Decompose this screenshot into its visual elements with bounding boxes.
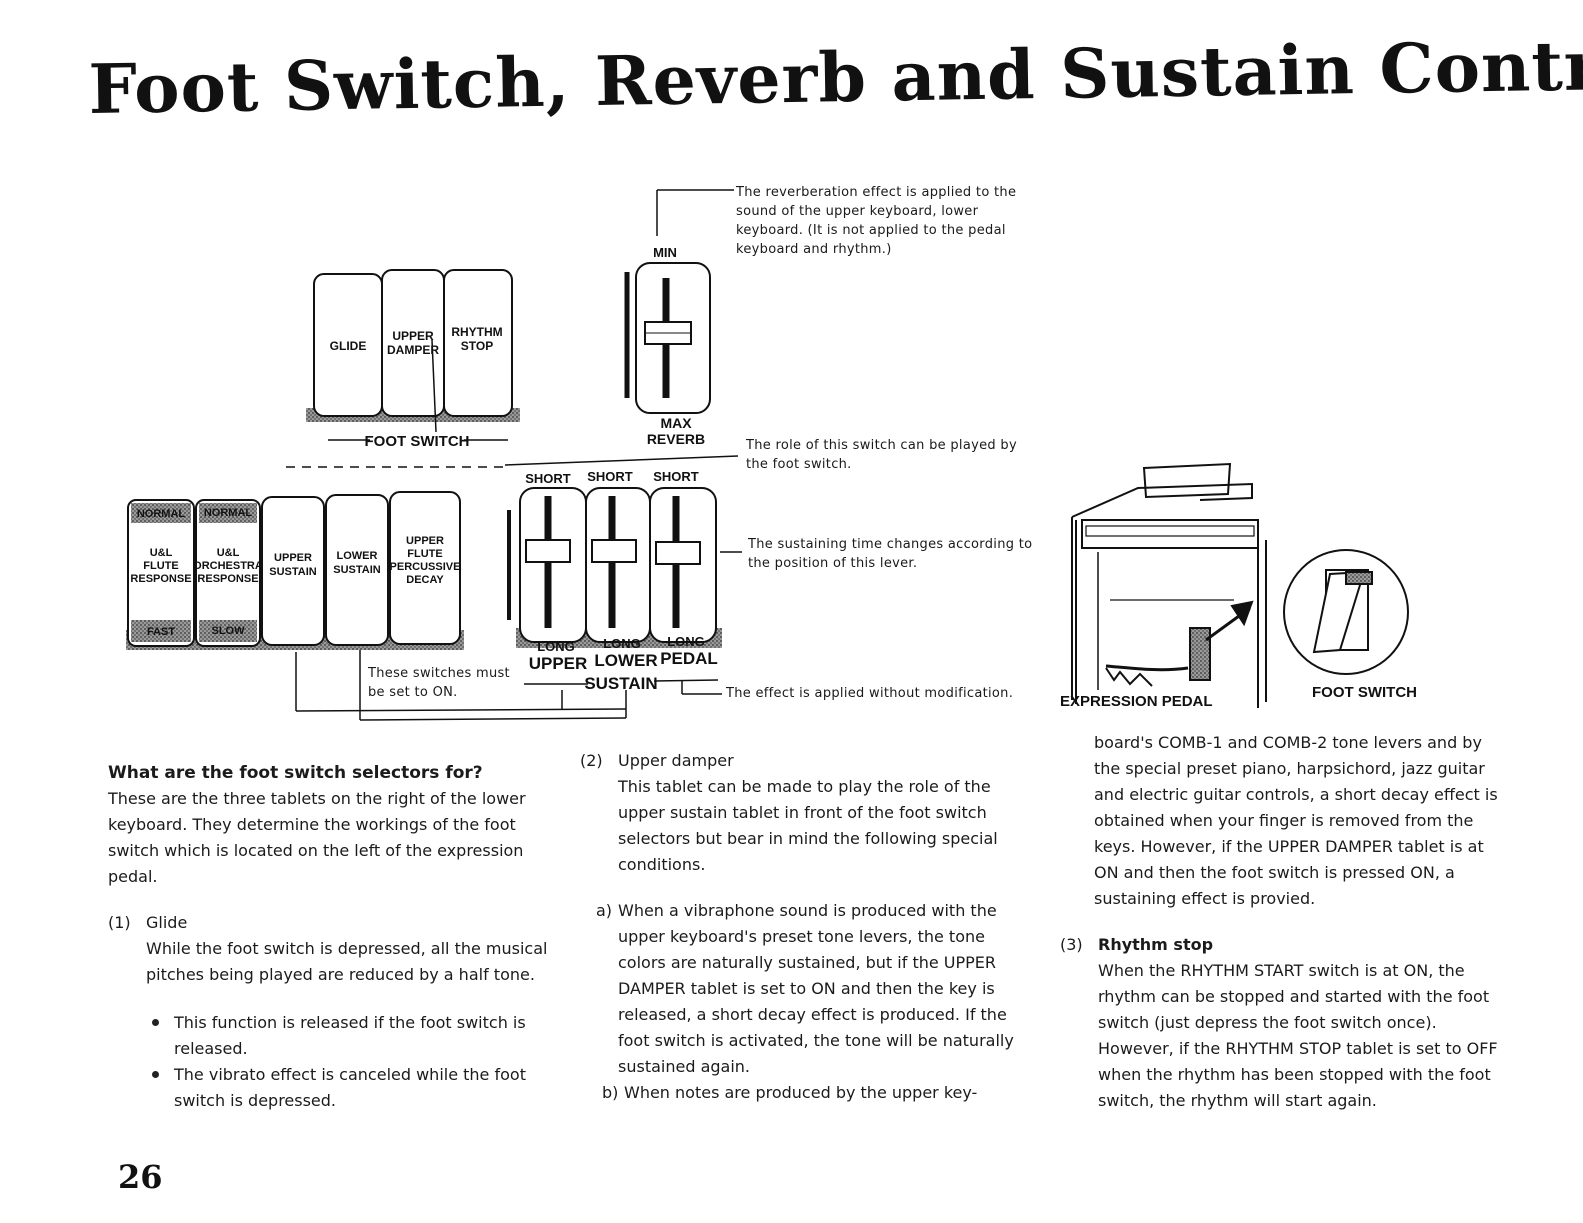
intro-paragraph: These are the three tablets on the right… [108, 789, 526, 886]
condition-a: a) When a vibraphone sound is produced w… [596, 898, 1020, 1080]
glide-bullet-2: The vibrato effect is canceled while the… [146, 1062, 548, 1114]
upper-damper-number: (2) [580, 751, 603, 770]
flute-response-top: NORMAL [137, 508, 186, 520]
foot-switch-label: FOOT SWITCH [365, 433, 470, 450]
condition-b-text: When notes are produced by the upper key… [624, 1083, 978, 1102]
upper-sustain-tablet[interactable] [261, 496, 325, 646]
orchestra-response-tablet[interactable] [195, 499, 261, 647]
condition-a-text: When a vibraphone sound is produced with… [618, 901, 1014, 1076]
upper-damper-title: Upper damper [618, 751, 734, 770]
short-label-lower: SHORT [587, 469, 633, 484]
lower-sustain-lever[interactable] [585, 487, 651, 643]
foot-switch-callout-label: FOOT SWITCH [1312, 684, 1417, 701]
must-be-on-note: These switches must be set to ON. [368, 666, 510, 700]
section-heading: What are the foot switch selectors for? [108, 763, 483, 783]
sustain-levers: SHORT SHORT SHORT LONG LONG LONG UPPER L… [507, 469, 722, 693]
condition-b: b) When notes are produced by the upper … [602, 1080, 1020, 1106]
short-label-pedal: SHORT [653, 469, 699, 484]
glide-bullet-1: This function is released if the foot sw… [146, 1010, 548, 1062]
pedal-sustain-lever[interactable] [649, 487, 717, 643]
flute-response-tablet[interactable] [127, 499, 195, 647]
column-2: (2) Upper damper This tablet can be made … [580, 748, 1020, 1106]
expression-pedal-label: EXPRESSION PEDAL [1060, 693, 1213, 710]
rhythm-stop-title: Rhythm stop [1098, 935, 1214, 954]
upper-damper-heading: (2) Upper damper [580, 748, 1020, 774]
orchestra-response-top: NORMAL [204, 507, 253, 519]
upper-damper-body: This tablet can be made to play the role… [618, 777, 998, 874]
short-label-upper: SHORT [525, 471, 571, 486]
flute-response-bottom: FAST [147, 626, 175, 638]
sustain-upper-label: UPPER [529, 654, 588, 673]
upper-damper-continued: board's COMB-1 and COMB-2 tone levers an… [1094, 733, 1498, 908]
long-label-lower: LONG [603, 636, 641, 651]
glide-item-heading: (1) Glide [108, 910, 548, 936]
sustain-pedal-label: PEDAL [660, 649, 718, 668]
long-label-upper: LONG [537, 639, 575, 654]
sustain-note: The sustaining time changes according to… [748, 537, 1033, 571]
upper-sustain-lever[interactable] [507, 487, 587, 643]
organ-illustration [1071, 462, 1409, 708]
rhythm-stop-tablet[interactable] [443, 269, 513, 417]
lower-sustain-tablet[interactable] [325, 494, 389, 646]
rhythm-stop-heading: (3) Rhythm stop [1060, 932, 1500, 958]
effect-note: The effect is applied without modificati… [726, 686, 1014, 701]
column-1: What are the foot switch selectors for? … [108, 760, 548, 1114]
orchestra-response-bottom: SLOW [212, 625, 246, 637]
sustain-group-label: SUSTAIN [584, 674, 657, 693]
glide-label: GLIDE [330, 339, 367, 353]
reverb-min-label: MIN [653, 245, 677, 260]
reverb-note: The reverberation effect is applied to t… [736, 185, 1017, 257]
rhythm-stop-body: When the RHYTHM START switch is at ON, t… [1098, 961, 1498, 1110]
long-label-pedal: LONG [667, 634, 705, 649]
column-3: board's COMB-1 and COMB-2 tone levers an… [1060, 730, 1500, 1114]
rhythm-stop-number: (3) [1060, 935, 1083, 954]
glide-item-body: While the foot switch is depressed, all … [146, 939, 548, 984]
condition-b-label: b) [602, 1083, 619, 1102]
sustain-lower-label: LOWER [594, 651, 657, 670]
role-note: The role of this switch can be played by… [746, 438, 1017, 472]
glide-item-number: (1) [108, 913, 131, 932]
condition-a-label: a) [596, 901, 613, 920]
glide-item-title: Glide [146, 913, 188, 932]
percussive-decay-tablet[interactable] [389, 491, 461, 645]
page-number: 26 [118, 1158, 163, 1196]
